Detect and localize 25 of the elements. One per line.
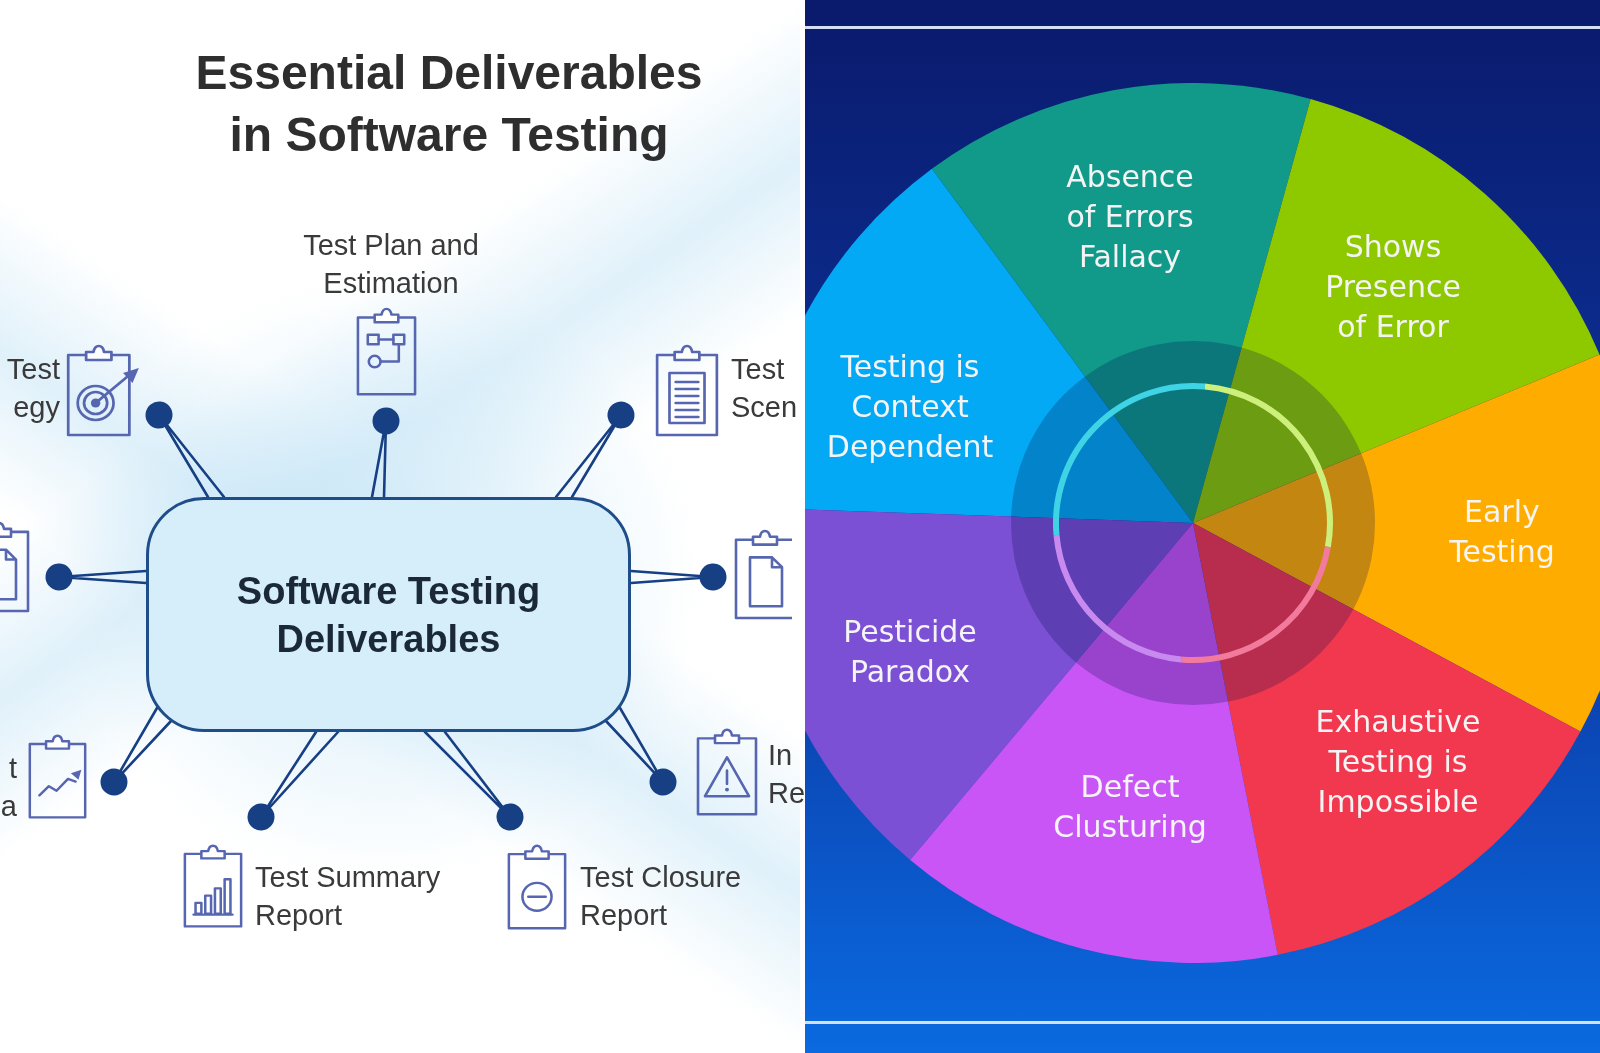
connector-line xyxy=(145,401,226,499)
slice-label: Early Testing xyxy=(1448,493,1556,571)
slice-label: Shows Presence of Error xyxy=(1324,228,1462,346)
deliverable-label: t a xyxy=(0,751,17,824)
connector-line xyxy=(423,730,524,831)
central-box: Software Testing Deliverables xyxy=(146,497,631,732)
slice-label: Pesticide Paradox xyxy=(842,613,978,691)
deliverable-label: Test Scen xyxy=(731,352,799,425)
connector-line xyxy=(604,706,677,796)
connector-line xyxy=(554,401,635,499)
deliverable-label: Test egy xyxy=(5,352,60,425)
title: Essential Deliverables in Software Testing xyxy=(194,45,704,163)
deliverable-label: Test Closure Report xyxy=(580,860,743,933)
connector-line xyxy=(629,563,727,591)
slice-label: Absence of Errors Fallacy xyxy=(1065,158,1195,276)
connector-line xyxy=(370,407,400,499)
connector-line xyxy=(45,563,148,591)
connector-line xyxy=(100,706,173,796)
slice-label: Testing is Context Dependent xyxy=(825,348,995,466)
slice-label: Defect Clusturing xyxy=(1052,768,1208,846)
deliverable-label: In Re xyxy=(768,738,807,811)
slice-label: Exhaustive Testing is Impossible xyxy=(1314,703,1482,821)
deliverable-label: Test Plan and Estimation xyxy=(302,228,480,301)
connector-line xyxy=(247,730,340,831)
deliverable-label: Test Summary Report xyxy=(255,860,442,933)
